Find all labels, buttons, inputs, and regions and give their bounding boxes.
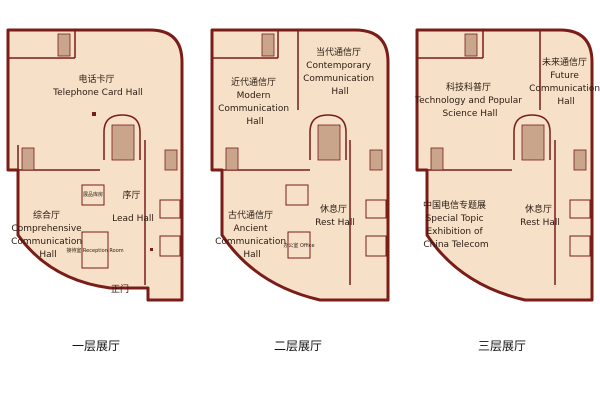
floor-2-caption: 二层展厅 (274, 339, 322, 353)
floor-2-stair (261, 33, 275, 57)
floor-2-office (287, 231, 311, 259)
floor-2-stair (317, 124, 341, 161)
floor-3-elevator-curve (513, 114, 551, 160)
floor-1-stair (21, 147, 35, 171)
floor-2-hall-label: 古代通信厅 Ancient Communication Hall (215, 209, 289, 260)
floor-1-outline (6, 28, 184, 302)
floor-3-stair (521, 124, 545, 161)
floor-3-plan: 科技科普厅 Technology and Popular Science Hal… (414, 28, 600, 302)
floor-1-stair (111, 124, 135, 161)
floor-1-hall-label: 电话卡厅 Telephone Card Hall (52, 73, 143, 98)
floor-1-hall-label: 综合厅 Comprehensive Communication Hall (11, 209, 85, 260)
floor-1-caption: 一层展厅 (72, 339, 120, 353)
floor-3-hall-label: 科技科普厅 Technology and Popular Science Hal… (414, 81, 525, 119)
floor-1-toilet (159, 235, 181, 257)
floor-2-plan: 近代通信厅 Modern Communication Hall 当代通信厅 Co… (210, 28, 390, 302)
floor-1-pillar (92, 112, 96, 116)
floor-3-toilet (569, 235, 591, 257)
floor-2-hall-label: 近代通信厅 Modern Communication Hall (218, 76, 292, 127)
floor-2-hall-label: 当代通信厅 Contemporary Communication Hall (303, 46, 377, 97)
floor-1-plan: 电话卡厅 Telephone Card Hall 综合厅 Comprehensi… (6, 28, 184, 302)
floor-2-office-label: 办公室 Office (283, 242, 314, 249)
floor-3-caption: 三层展厅 (478, 339, 526, 353)
floor-2-service-room (285, 184, 309, 206)
floor-1-reception-label: 接待室 Reception Room (66, 247, 123, 254)
floor-3-outline (415, 28, 594, 302)
floor-3-hall-label: 未来通信厅 Future Communication Hall (529, 56, 600, 107)
floor-1-storage-room (81, 184, 105, 206)
floor-1-storage-label: 展品库房 (83, 191, 103, 198)
floor-3-toilet (569, 199, 591, 219)
floor-3-stair (573, 149, 587, 171)
floor-3-stair (430, 147, 444, 171)
floor-2-stair (369, 149, 383, 171)
floor-2-elevator-curve (309, 114, 347, 160)
floor-1-stair (164, 149, 178, 171)
floor-2-hall-label: 休息厅 Rest Hall (315, 203, 355, 228)
floor-1-stair (57, 33, 71, 57)
floor-3-hall-label: 中国电信专题展 Special Topic Exhibition of Chin… (423, 199, 489, 250)
floor-3-stair (464, 33, 478, 57)
floor-2-stair (225, 147, 239, 171)
floor-1-main-entrance-label: 正门 (111, 283, 129, 295)
floor-2-toilet (365, 235, 387, 257)
floor-1-toilet (159, 199, 181, 219)
floor-1-reception-room (81, 231, 109, 269)
floor-1-elevator-curve (103, 114, 141, 160)
floor-2-toilet (365, 199, 387, 219)
floor-3-hall-label: 休息厅 Rest Hall (520, 203, 560, 228)
floor-1-hall-label: 序厅 Lead Hall (112, 189, 154, 224)
floor-2-outline (210, 28, 390, 302)
floor-1-pillar (150, 248, 153, 251)
